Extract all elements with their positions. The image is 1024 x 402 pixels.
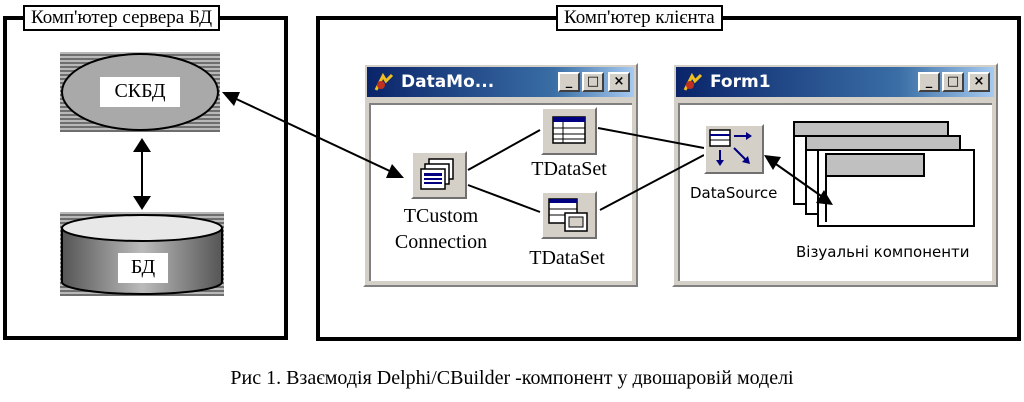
datamodule-window[interactable]: DataMo... _ □ × bbox=[363, 63, 638, 287]
app-icon bbox=[374, 73, 394, 91]
connection-label-line2: Connection bbox=[394, 231, 488, 253]
dbms-label: СКБД bbox=[100, 77, 180, 107]
connection-label-line1: TCustom bbox=[403, 205, 479, 227]
visual-components-stack bbox=[793, 121, 975, 227]
dataset-query-icon bbox=[548, 198, 588, 232]
datamodule-titlebar[interactable]: DataMo... _ □ × bbox=[367, 67, 634, 97]
dataset-icon bbox=[552, 116, 586, 144]
close-button[interactable]: × bbox=[608, 72, 630, 92]
dataset-label-1: TDataSet bbox=[531, 158, 607, 180]
visual-components-label: Візуальні компоненти bbox=[796, 243, 970, 261]
db-label: БД bbox=[118, 253, 168, 283]
client-panel-title: Комп'ютер клієнта bbox=[556, 5, 723, 31]
tdataset-component-1[interactable] bbox=[541, 107, 597, 155]
datasource-label: DataSource bbox=[690, 184, 778, 202]
connection-icon bbox=[420, 158, 454, 190]
minimize-button[interactable]: _ bbox=[918, 72, 940, 92]
minimize-button[interactable]: _ bbox=[558, 72, 580, 92]
close-button[interactable]: × bbox=[968, 72, 990, 92]
tdataset-component-2[interactable] bbox=[541, 191, 597, 239]
datamodule-title: DataMo... bbox=[401, 72, 495, 92]
datasource-component[interactable] bbox=[704, 124, 764, 174]
form1-title: Form1 bbox=[710, 72, 771, 92]
maximize-button[interactable]: □ bbox=[942, 72, 964, 92]
tcustomconnection-component[interactable] bbox=[411, 151, 467, 199]
dbms-db-double-arrow bbox=[133, 138, 151, 210]
dataset-label-2: TDataSet bbox=[529, 247, 605, 269]
app-icon bbox=[683, 73, 703, 91]
figure-caption: Рис 1. Взаємодія Delphi/CBuilder -компон… bbox=[230, 367, 794, 389]
form1-titlebar[interactable]: Form1 _ □ × bbox=[676, 67, 994, 97]
maximize-button[interactable]: □ bbox=[582, 72, 604, 92]
datasource-icon bbox=[709, 129, 752, 166]
server-panel-title: Комп'ютер сервера БД bbox=[23, 5, 221, 31]
